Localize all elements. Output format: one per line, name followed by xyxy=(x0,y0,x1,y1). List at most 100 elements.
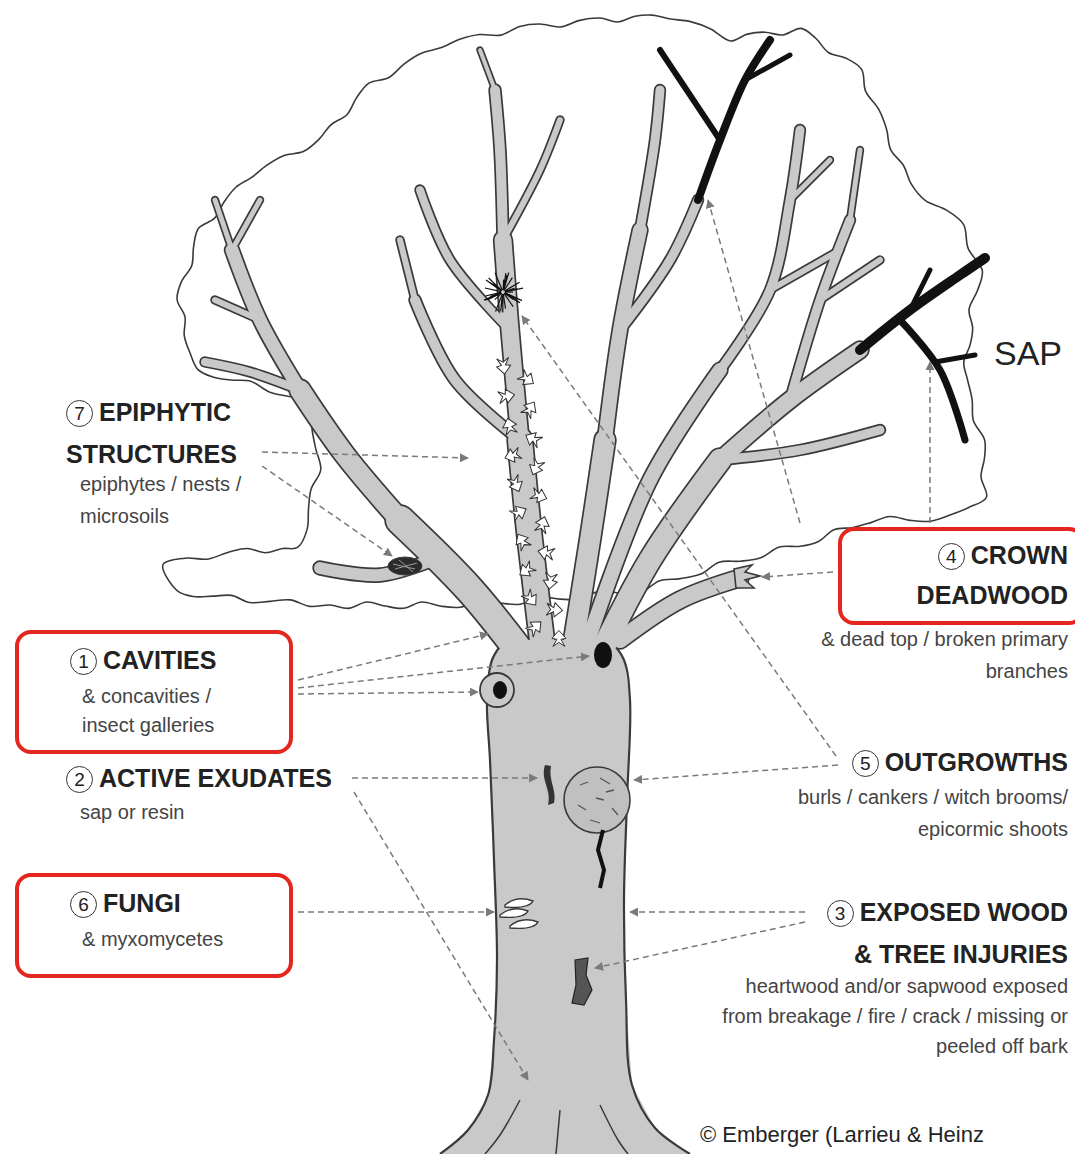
label-group: 5OUTGROWTHS xyxy=(778,743,1068,785)
ivy-leaf xyxy=(524,617,545,638)
burl-texture xyxy=(606,790,614,792)
branch xyxy=(480,50,495,90)
branches xyxy=(205,50,880,665)
dead-branch xyxy=(935,355,975,362)
microhabitat-description: heartwood and/or sapwood exposed from br… xyxy=(722,975,1068,1057)
ivy-leaf xyxy=(496,357,512,375)
exudate xyxy=(544,765,555,805)
leader-line xyxy=(762,572,833,577)
broken-branch-end xyxy=(734,565,760,588)
leader-line xyxy=(929,362,931,523)
callout-number: 7 xyxy=(66,400,93,427)
branch xyxy=(820,260,880,300)
broom-twig xyxy=(485,292,501,296)
microhabitat-description: & concavities / insect galleries xyxy=(82,682,267,740)
callout-number: 4 xyxy=(938,543,965,570)
microhabitat-description: sap or resin xyxy=(80,801,185,823)
heading-line: 6FUNGI xyxy=(70,885,275,925)
microhabitat-description: burls / cankers / witch brooms/ epicormi… xyxy=(798,786,1068,840)
branch xyxy=(400,520,530,665)
nest-twig xyxy=(399,560,413,572)
label-group: 3EXPOSED WOOD & TREE INJURIES xyxy=(806,893,1068,977)
branch-edge xyxy=(640,90,660,230)
branch xyxy=(215,200,232,250)
branch xyxy=(215,300,260,320)
label-group: © Emberger (Larrieu & Heinz xyxy=(700,1120,984,1152)
dead-branch xyxy=(660,50,720,140)
trunk xyxy=(440,640,690,1154)
root-line xyxy=(485,1100,520,1154)
leader-line xyxy=(522,316,836,756)
branch-edge xyxy=(503,240,520,440)
copyright-note: © Emberger (Larrieu & Heinz xyxy=(700,1122,984,1147)
dead-branch xyxy=(860,258,985,350)
leader-line xyxy=(354,792,528,1080)
burl-texture xyxy=(578,805,586,810)
branch-outlines xyxy=(205,50,880,665)
callout-number: 3 xyxy=(827,900,854,927)
microhabitat-heading: CROWN DEADWOOD xyxy=(917,541,1068,609)
bracket-fungus xyxy=(510,920,538,929)
cropped-title: SAP xyxy=(994,334,1062,372)
trunk-edge xyxy=(440,640,505,1154)
leader-line xyxy=(708,200,800,523)
ivy-leaf xyxy=(542,572,558,590)
burl-texture xyxy=(590,820,600,823)
callout-number: 5 xyxy=(852,750,879,777)
burl-texture xyxy=(580,782,588,785)
label-group: 2ACTIVE EXUDATES xyxy=(66,759,332,801)
microhabitat-heading: ACTIVE EXUDATES xyxy=(99,764,332,792)
branch xyxy=(620,578,740,640)
branch xyxy=(205,362,300,390)
ivy-leaf xyxy=(526,457,545,477)
branch-edge xyxy=(215,200,232,250)
branch-edge xyxy=(400,240,415,300)
microhabitat-heading: EPIPHYTIC STRUCTURES xyxy=(66,398,237,468)
branch xyxy=(720,430,880,460)
ivy-leaf xyxy=(516,560,537,581)
bracket-fungus xyxy=(500,909,528,918)
leader-line xyxy=(630,911,805,913)
branch xyxy=(420,190,510,330)
microhabitat-heading: CAVITIES xyxy=(103,646,216,674)
microhabitat-description: epiphytes / nests / microsoils xyxy=(80,473,241,527)
ivy-leaf xyxy=(523,429,544,449)
branch xyxy=(503,120,560,240)
bracket-fungus xyxy=(505,899,533,908)
ivy-leaf xyxy=(512,531,532,552)
branch-edge xyxy=(400,520,530,665)
leader-line xyxy=(298,634,488,680)
ivy-leaf xyxy=(529,487,549,506)
branch xyxy=(605,230,640,440)
callout-number: 2 xyxy=(66,766,93,793)
dead-branches xyxy=(660,40,985,440)
broom-twig xyxy=(495,273,502,291)
label-group: & dead top / broken primary branches xyxy=(768,624,1068,688)
leader-line xyxy=(352,777,537,779)
dead-branch xyxy=(900,320,965,440)
broom-twig xyxy=(496,294,503,312)
branch xyxy=(400,240,415,300)
ivy-leaf xyxy=(501,417,519,436)
ivy-leaf xyxy=(503,446,523,464)
branch xyxy=(503,240,520,440)
branch xyxy=(640,90,660,230)
exposed-wood xyxy=(572,958,592,1005)
branch xyxy=(770,250,840,290)
label-group: epiphytes / nests / microsoils xyxy=(80,469,290,533)
highlight-box: 1CAVITIES& concavities / insect gallerie… xyxy=(15,630,293,754)
branch xyxy=(232,200,260,250)
ivy-leaf xyxy=(537,544,556,561)
ivy xyxy=(496,357,566,646)
broom-twig xyxy=(505,288,523,291)
label-group: SAP xyxy=(994,333,1062,380)
leader-line xyxy=(262,452,468,458)
highlight-box: 6FUNGI& myxomycetes xyxy=(15,873,293,978)
branch xyxy=(495,90,503,240)
ivy-leaf xyxy=(506,474,525,494)
microhabitat-heading: OUTGROWTHS xyxy=(885,748,1068,776)
broom-twig xyxy=(484,293,501,300)
microhabitat-description: & myxomycetes xyxy=(82,925,267,954)
broom-twig xyxy=(502,294,503,313)
dead-branch xyxy=(910,270,930,310)
